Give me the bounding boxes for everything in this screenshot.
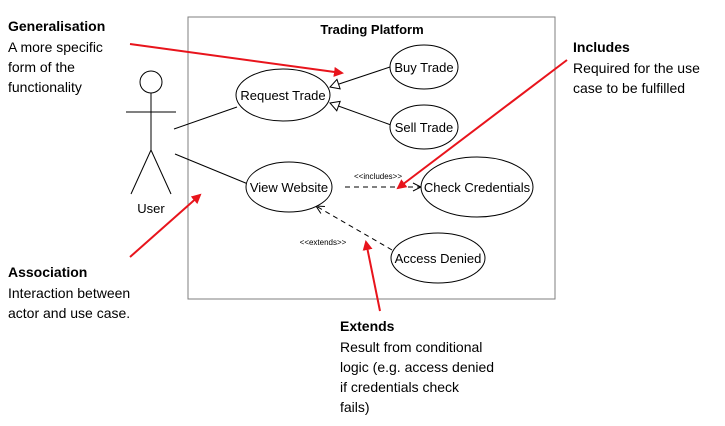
association-note-line: actor and use case. [8,305,130,321]
association-line-request-trade [173,106,238,130]
use-case-sell-trade-label: Sell Trade [395,120,454,135]
extends-note-line: Result from conditional [340,339,482,355]
generalisation-note-line: form of the [8,59,75,75]
use-case-view-website: View Website [245,161,333,213]
use-case-request-trade: Request Trade [235,68,331,122]
extends-note-line: if credentials check [340,379,460,395]
extends-note-line: logic (e.g. access denied [340,359,494,375]
use-case-check-credentials: Check Credentials [420,156,534,218]
use-case-sell-trade: Sell Trade [389,104,459,150]
use-case-check-credentials-label: Check Credentials [424,180,531,195]
association-note-title: Association [8,264,87,280]
includes-note-line: Required for the use [573,60,700,76]
system-title: Trading Platform [320,22,423,37]
includes-note-title: Includes [573,39,630,55]
includes-note: Includes Required for the use case to be… [573,39,700,96]
generalisation-note-line: functionality [8,79,82,95]
generalisation-line-buy [329,66,391,90]
extends-note-title: Extends [340,318,395,334]
use-case-buy-trade: Buy Trade [389,44,459,90]
use-case-access-denied-label: Access Denied [395,251,482,266]
use-case-access-denied: Access Denied [390,232,486,284]
extends-annotation-arrow [362,240,381,312]
association-note-line: Interaction between [8,285,130,301]
includes-stereotype: <<includes>> [354,172,402,181]
extends-note-line: fails) [340,399,370,415]
association-note: Association Interaction between actor an… [8,264,130,321]
generalisation-annotation-arrow [129,43,344,77]
actor-user-figure [126,70,176,195]
use-case-request-trade-label: Request Trade [240,88,325,103]
association-annotation-arrow [129,193,202,258]
use-case-view-website-label: View Website [250,180,328,195]
extends-note: Extends Result from conditional logic (e… [340,318,494,415]
extends-line [316,206,393,251]
generalisation-line-sell [329,100,392,126]
extends-stereotype: <<extends>> [300,238,347,247]
generalisation-note-title: Generalisation [8,18,105,34]
generalisation-note-line: A more specific [8,39,103,55]
includes-annotation-arrow [396,59,568,190]
association-line-view-website [174,153,249,185]
includes-note-line: case to be fulfilled [573,80,685,96]
use-case-buy-trade-label: Buy Trade [394,60,453,75]
generalisation-note: Generalisation A more specific form of t… [8,18,105,95]
actor-user-label: User [137,201,165,216]
